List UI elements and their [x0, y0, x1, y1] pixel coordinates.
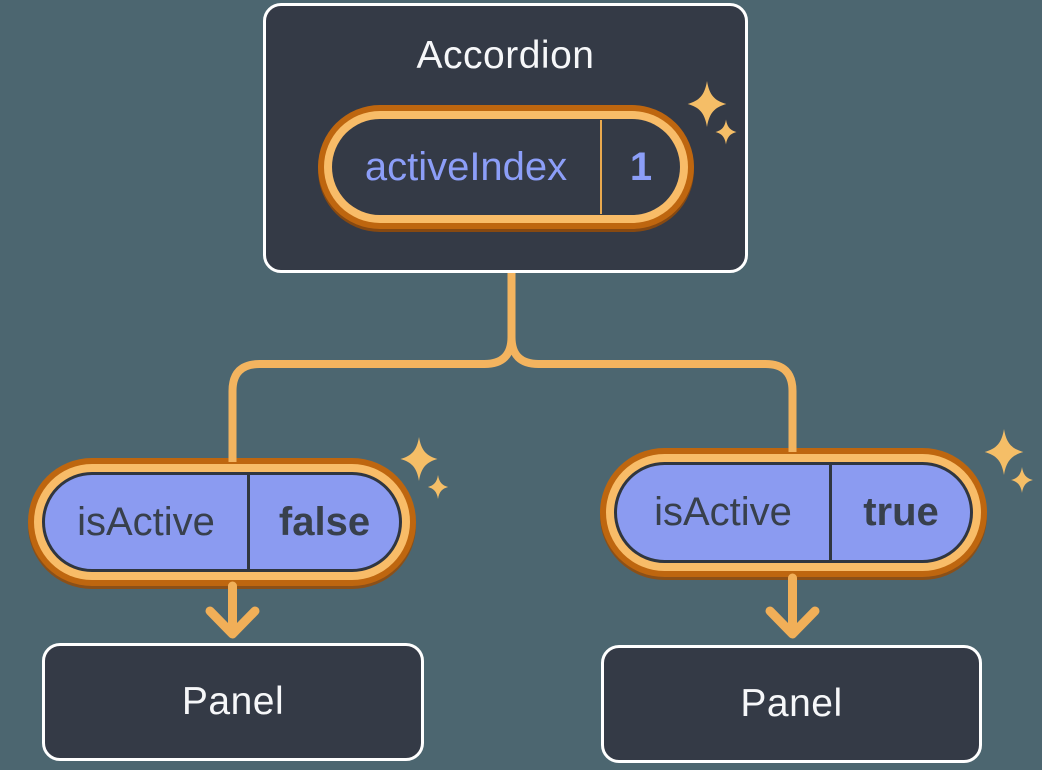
panel-node-title: Panel: [181, 680, 285, 723]
prop-name: isActive: [77, 499, 215, 544]
prop-pill-right-ring: isActive true: [606, 454, 981, 571]
sparkle-icon: [1011, 467, 1033, 493]
prop-pill-left-body: isActive false: [42, 472, 402, 572]
state-pill-ring: activeIndex 1: [324, 111, 688, 223]
state-pill: activeIndex 1: [318, 105, 694, 229]
prop-pill-left-ring: isActive false: [34, 464, 410, 580]
prop-name: isActive: [654, 490, 792, 534]
panel-node-right: Panel: [601, 645, 982, 763]
prop-pill-right: isActive true: [600, 448, 987, 577]
accordion-node-title: Accordion: [416, 34, 595, 77]
state-pill-body: activeIndex 1: [332, 119, 680, 215]
sparkle-icon: [427, 475, 449, 499]
tree-connector-right: [507, 273, 797, 452]
sparkle-icon: [400, 437, 438, 481]
prop-pill-divider: [247, 475, 250, 569]
state-name: activeIndex: [364, 144, 568, 189]
prop-pill-right-body: isActive true: [614, 462, 973, 563]
prop-pill-divider: [829, 465, 832, 560]
panel-node-title: Panel: [740, 682, 843, 725]
prop-pill-left: isActive false: [28, 458, 416, 586]
prop-value: false: [278, 499, 371, 544]
state-value: 1: [629, 144, 653, 189]
arrow-down-icon: [205, 606, 260, 639]
arrow-down-icon: [765, 606, 820, 639]
state-pill-divider: [600, 120, 602, 214]
tree-connector-left: [228, 273, 516, 462]
prop-value: true: [863, 490, 939, 534]
panel-node-left: Panel: [42, 643, 424, 761]
sparkle-icon: [984, 429, 1024, 475]
